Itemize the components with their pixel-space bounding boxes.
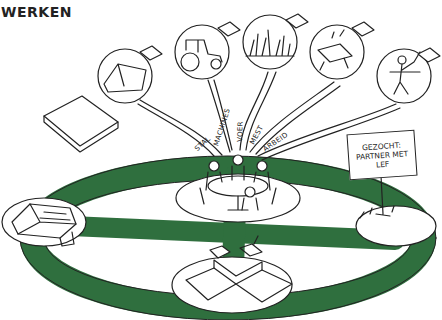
sign-board: GEZOCHT: PARTNER MET LEF <box>346 130 417 181</box>
arrow-label: MACHINES <box>212 107 232 147</box>
arrow-label: VOER <box>236 121 245 142</box>
arrow-label: STAL <box>193 135 212 153</box>
bottom-disc <box>172 257 292 313</box>
left-disc <box>2 198 86 246</box>
meeting-table <box>200 155 276 210</box>
barn-drawing <box>12 204 76 246</box>
table-disc <box>176 174 300 222</box>
right-disc <box>356 206 436 246</box>
title: WERKEN <box>1 4 72 20</box>
sign-post <box>376 176 390 216</box>
ring-outline <box>20 156 436 320</box>
grass-tuft <box>360 206 394 218</box>
book-drawing <box>186 236 292 302</box>
sign-text: GEZOCHT: PARTNER MET LEF <box>348 137 416 173</box>
